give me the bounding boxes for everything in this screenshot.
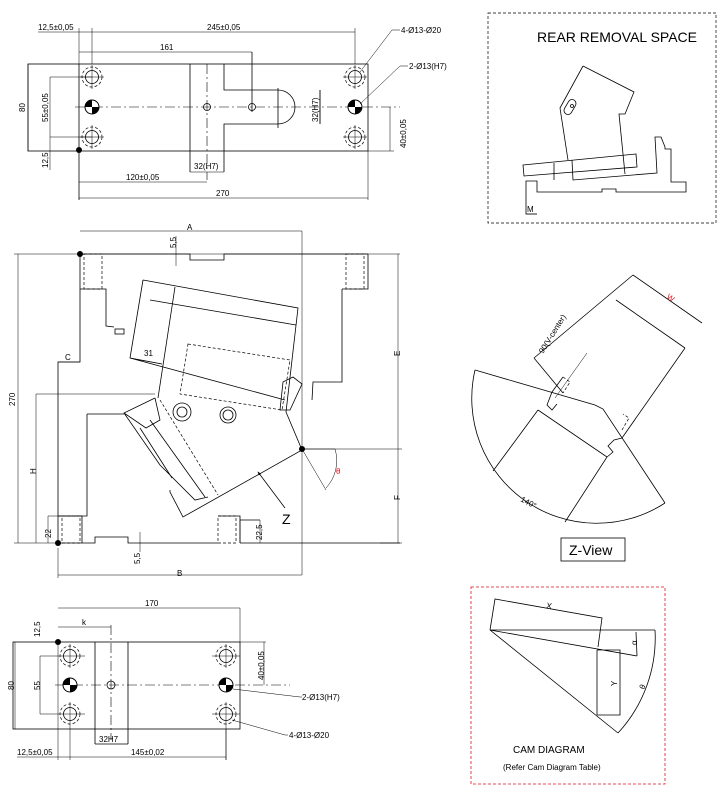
cam-diagram: X Y α θ CAM DIAGRAM (Refer Cam Diagram T… (470, 586, 666, 785)
dim-label: 55 (33, 681, 42, 690)
dim-label: 12,5±0,05 (38, 23, 74, 32)
dowel-hole-icon (84, 99, 100, 115)
dim-label: 270 (216, 189, 230, 198)
dim-label: 5,5 (133, 552, 142, 564)
dim-label: 40±0,05 (257, 651, 266, 680)
dim-label: 55±0,05 (41, 93, 50, 122)
dim-label: 80 (18, 103, 27, 112)
rear-removal-space: REAR REMOVAL SPACE M (487, 12, 717, 224)
dim-label: 245±0,05 (207, 23, 241, 32)
cam-diagram-title: CAM DIAGRAM (513, 745, 585, 756)
dim-label: 22 (44, 529, 53, 538)
main-view: A B C E F H 270 5,5 5,5 31 22 22,5 θ Z (8, 223, 402, 578)
callout-label: 4-Ø13-Ø20 (401, 26, 442, 35)
counterbore-hole (343, 125, 367, 149)
dim-v-center: 90(V-center) (537, 313, 568, 355)
dim-e: E (393, 351, 402, 356)
callout-label: 2-Ø13(H7) (302, 693, 340, 702)
dim-label: 32H7 (99, 735, 119, 744)
z-view-marker: Z (282, 511, 291, 527)
dim-label: 32(H7) (311, 97, 320, 122)
angle-label: 140° (519, 495, 538, 511)
dowel-hole-icon (218, 677, 234, 693)
counterbore-hole (40, 644, 85, 668)
dim-b: B (177, 569, 182, 578)
dim-label: 12,5 (33, 621, 42, 637)
dim-k: k (82, 618, 87, 627)
counterbore-hole (40, 702, 85, 760)
dim-a: A (187, 223, 193, 232)
dim-f: F (393, 495, 402, 500)
pin-hole (106, 680, 116, 690)
callout-label: 4-Ø13-Ø20 (289, 731, 330, 740)
dim-label: 80 (7, 681, 16, 690)
cam-theta-label: θ (638, 683, 648, 691)
cam-diagram-subtitle: (Refer Cam Diagram Table) (503, 763, 601, 772)
cam-alpha-label: α (630, 640, 639, 645)
cam-y-label: Y (610, 680, 619, 686)
dim-label: M (527, 205, 534, 214)
dim-h: H (29, 468, 38, 474)
callout-label: 2-Ø13(H7) (409, 62, 447, 71)
bottom-view: 170 k 12,5 80 55 40±0,05 32H7 12,5±0,05 … (7, 599, 340, 760)
dim-label: 170 (145, 599, 159, 608)
dim-label: 31 (144, 349, 153, 358)
dim-label: 12,5 (41, 152, 50, 168)
dim-270: 270 (8, 392, 17, 406)
dim-label: 32(H7) (194, 162, 219, 171)
dim-c: C (65, 353, 71, 362)
pin-hole (203, 103, 211, 111)
dim-label: 5,5 (169, 236, 178, 248)
dim-label: 40±0,05 (399, 119, 408, 148)
dim-label: 161 (160, 43, 174, 52)
cam-x-label: X (546, 601, 553, 611)
dowel-hole-icon (347, 99, 363, 115)
rear-removal-title: REAR REMOVAL SPACE (537, 29, 697, 45)
z-view-title: Z-View (569, 542, 613, 558)
dim-label: 22,5 (255, 524, 264, 540)
rear-removal-frame (487, 12, 717, 224)
bottom-view-outline (12, 641, 241, 730)
theta-label: θ (336, 467, 341, 476)
dowel-hole-icon (62, 677, 78, 693)
dim-label: 12,5±0,05 (17, 748, 53, 757)
dim-label: 120±0,05 (126, 173, 160, 182)
dim-label: 145±0,02 (131, 748, 165, 757)
counterbore-hole (343, 65, 367, 89)
cam-diagram-frame (470, 586, 666, 785)
top-view: 12,5±0,05 245±0,05 161 80 55±0,05 12,5 3… (18, 23, 447, 200)
dim-w: W (665, 292, 677, 304)
z-view: 90(V-center) W 140° Z-View (471, 274, 703, 562)
counterbore-hole (212, 644, 240, 668)
